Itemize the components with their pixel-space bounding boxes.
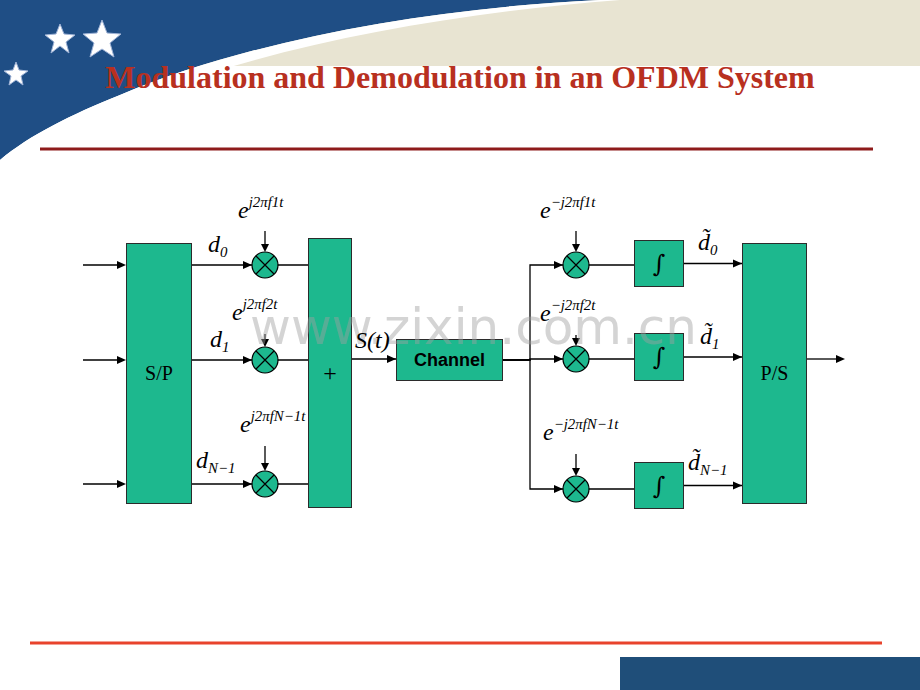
arrowhead (117, 480, 126, 488)
node-text: Channel (414, 350, 485, 371)
connector-group (192, 480, 308, 488)
integrator-box: ∫ (634, 240, 684, 287)
star (83, 20, 121, 57)
multiplier-cross (567, 350, 585, 368)
carrier-label: ej2πf2t (232, 298, 277, 327)
carrier-line (575, 231, 576, 246)
input-arrows (83, 231, 838, 484)
multiplier-cross (567, 480, 585, 498)
arrowhead (243, 480, 252, 488)
parallel-to-serial-box: P/S (742, 243, 807, 504)
multiplier-symbol (252, 252, 278, 278)
carrier-label: ej2πf1t (238, 196, 283, 225)
node-text: ∫ (653, 250, 666, 278)
connector-group (352, 355, 396, 363)
multiplier-cross (256, 351, 274, 369)
multiplier-cross (567, 256, 585, 274)
arrowhead (554, 355, 563, 363)
carrier-label: e−j2πf2t (540, 299, 595, 328)
connector-group (192, 356, 308, 364)
arrowhead (572, 244, 580, 252)
signal-connector (503, 360, 634, 489)
node-text: + (323, 360, 337, 387)
multiplier-symbol (563, 476, 589, 502)
connector-group (684, 353, 742, 361)
integrator-box: ∫ (634, 462, 684, 509)
signal-label: d0 (208, 230, 227, 259)
arrowhead (261, 244, 269, 252)
serial-to-parallel-box: S/P (126, 243, 192, 504)
footer-block (620, 657, 920, 690)
carrier-label: e−j2πf1t (540, 196, 595, 225)
connector-group (684, 482, 742, 490)
signal-connector (503, 265, 634, 360)
arrowhead (117, 356, 126, 364)
signal-label: dN−1 (196, 446, 235, 475)
arrowhead (733, 482, 742, 490)
footer-rule (30, 642, 882, 645)
node-text: ∫ (653, 472, 666, 500)
input-line (83, 264, 120, 265)
stars (4, 20, 121, 85)
adder-box: + (308, 238, 352, 508)
input-line (83, 483, 120, 484)
carrier-label: ej2πfN−1t (240, 410, 305, 439)
multiplier-circle (252, 347, 278, 373)
arrowhead (572, 468, 580, 476)
multiplier-circle (563, 476, 589, 502)
arrowhead (261, 339, 269, 347)
multiplier-cross (256, 256, 274, 274)
integrator-box: ∫ (634, 333, 684, 381)
multiplier-symbol (252, 471, 278, 497)
arrowhead (554, 261, 563, 269)
arrowhead (836, 355, 845, 363)
multiplier-circle (563, 346, 589, 372)
star (45, 24, 75, 53)
signal-label: d̃0 (698, 228, 717, 257)
connector-group (192, 261, 308, 269)
multiplier-symbol (563, 252, 589, 278)
multiplier-cross (256, 475, 274, 493)
multipliers (252, 252, 589, 502)
arrowhead (117, 261, 126, 269)
node-text: P/S (761, 362, 789, 385)
signal-label: S(t) (355, 326, 390, 355)
input-line (83, 359, 120, 360)
arrowhead (733, 353, 742, 361)
arrowhead (572, 338, 580, 346)
multiplier-circle (563, 252, 589, 278)
title-rule (40, 148, 873, 151)
multiplier-symbol (563, 346, 589, 372)
carrier-line (575, 454, 576, 470)
output-line (807, 358, 838, 359)
multiplier-circle (252, 471, 278, 497)
arrowhead (261, 463, 269, 471)
connector-group (684, 260, 742, 268)
carrier-line (264, 231, 265, 246)
arrowhead (554, 485, 563, 493)
arrowhead (243, 261, 252, 269)
node-text: S/P (145, 362, 173, 385)
slide-title: Modulation and Demodulation in an OFDM S… (100, 56, 820, 98)
signal-label: d1 (210, 325, 229, 354)
multiplier-symbol (252, 347, 278, 373)
carrier-label: e−j2πfN−1t (543, 418, 618, 447)
arrowheads (117, 244, 845, 488)
signal-label: d̃N−1 (688, 448, 727, 477)
arrowhead (733, 260, 742, 268)
node-text: ∫ (653, 343, 666, 371)
signal-label: d̃1 (700, 322, 719, 351)
arrowhead (243, 356, 252, 364)
carrier-line (264, 446, 265, 465)
arrowhead (387, 355, 396, 363)
multiplier-circle (252, 252, 278, 278)
connector-group (503, 360, 634, 493)
star (4, 62, 28, 85)
channel-box: Channel (396, 339, 503, 381)
